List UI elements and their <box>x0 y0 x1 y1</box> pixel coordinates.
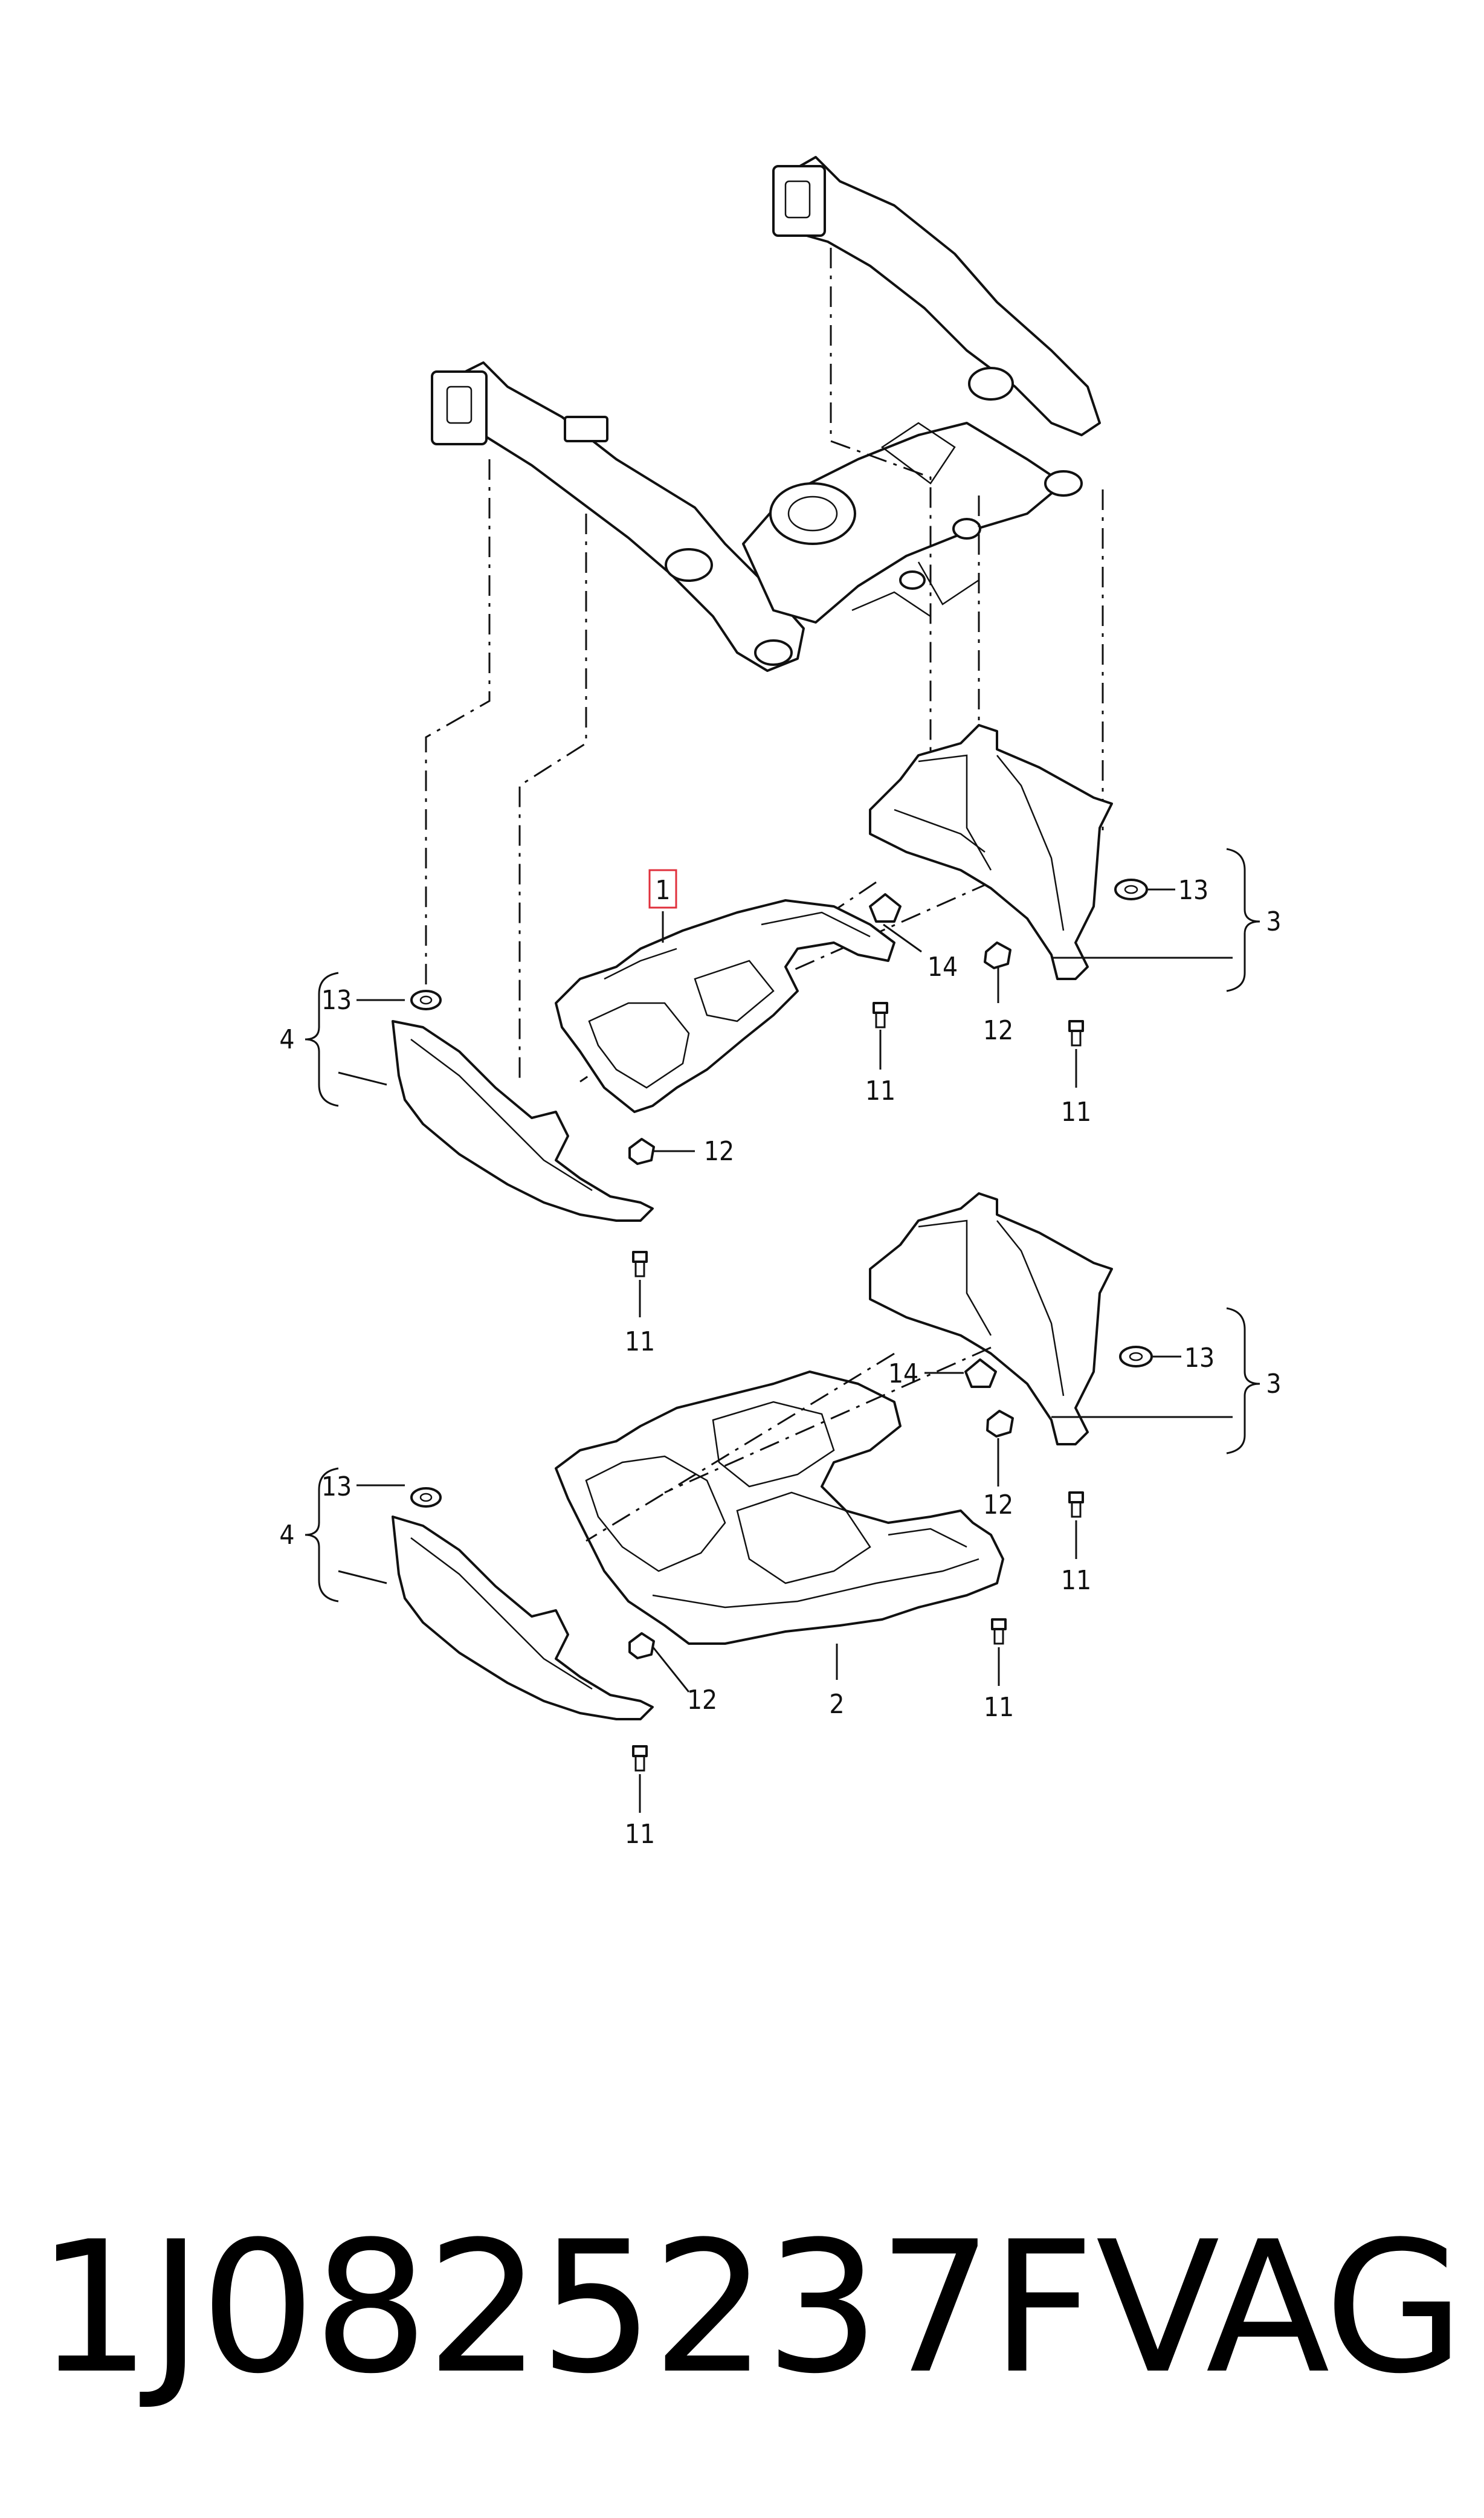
callout-11: 11 <box>625 1326 655 1357</box>
screw-icon <box>632 1251 648 1277</box>
callout-13: 13 <box>1184 1343 1215 1374</box>
callout-labels: 1 14 12 11 11 13 3 13 4 12 11 13 3 14 12… <box>279 869 1282 1850</box>
screw-icon <box>873 1002 888 1028</box>
screw-icon <box>991 1618 1007 1645</box>
screw-icon <box>632 1745 648 1772</box>
callout-3: 3 <box>1266 1369 1281 1399</box>
callout-11: 11 <box>984 1692 1014 1723</box>
callout-12: 12 <box>983 1490 1013 1520</box>
callout-4: 4 <box>279 1024 294 1055</box>
callout-1: 1 <box>655 875 670 906</box>
callout-12: 12 <box>687 1685 717 1716</box>
callout-12: 12 <box>704 1136 734 1167</box>
assembly-lines-upper <box>425 248 1104 1083</box>
callout-13: 13 <box>321 1471 352 1502</box>
callout-14: 14 <box>928 952 958 983</box>
callout-11: 11 <box>865 1076 895 1106</box>
callout-3: 3 <box>1266 906 1281 937</box>
callout-13: 13 <box>321 985 352 1016</box>
lower-group <box>305 1192 1260 1813</box>
screw-icon <box>1068 1020 1084 1047</box>
callout-4: 4 <box>279 1520 294 1551</box>
upper-group <box>305 724 1260 1317</box>
callout-2: 2 <box>829 1689 844 1720</box>
screw-icon <box>1068 1491 1084 1518</box>
footer-caption: 1J0825237F VAG <box>36 2203 1465 2413</box>
brand-name: VAG <box>1095 2203 1465 2413</box>
subframe-drawing <box>431 156 1101 672</box>
callout-11: 11 <box>1061 1097 1091 1128</box>
callout-11: 11 <box>625 1819 655 1850</box>
callout-14: 14 <box>888 1358 918 1389</box>
callout-11: 11 <box>1061 1565 1091 1596</box>
part-number: 1J0825237F <box>36 2203 1095 2413</box>
callout-1-highlight-box <box>648 869 677 909</box>
callout-12: 12 <box>983 1015 1013 1046</box>
callout-13: 13 <box>1178 875 1208 906</box>
